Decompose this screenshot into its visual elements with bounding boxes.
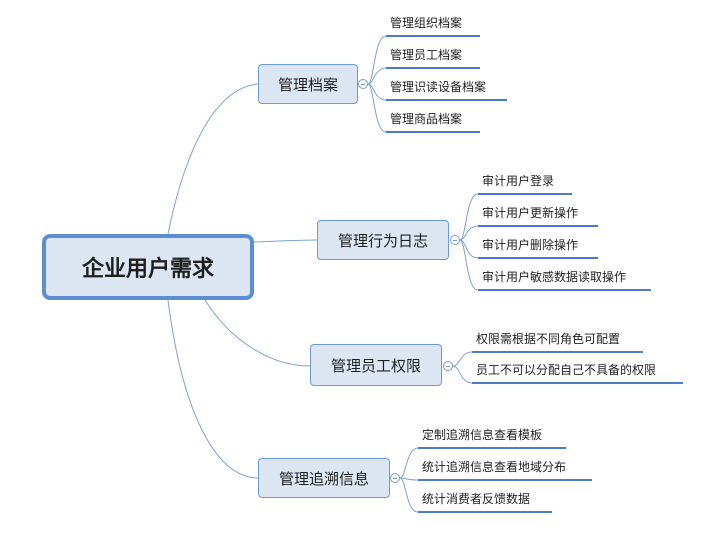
branch-label: 管理员工权限 — [330, 356, 421, 375]
branch-node-1[interactable]: 管理档案 — [258, 64, 358, 104]
collapse-toggle-icon[interactable] — [450, 235, 460, 245]
leaf-node[interactable]: 统计追溯信息查看地域分布 — [422, 460, 567, 474]
leaf-node[interactable]: 管理识读设备档案 — [390, 80, 487, 94]
collapse-toggle-icon[interactable] — [443, 361, 453, 371]
branch-2-leaf-4-connector — [459, 239, 651, 291]
leaf-node[interactable]: 审计用户删除操作 — [482, 238, 579, 252]
branch-node-4[interactable]: 管理追溯信息 — [258, 458, 390, 498]
branch-3-leaf-1-connector — [452, 351, 643, 367]
leaf-node[interactable]: 审计用户更新操作 — [482, 206, 579, 220]
leaf-node[interactable]: 员工不可以分配自己不具备的权限 — [476, 363, 657, 377]
leaf-node[interactable]: 权限需根据不同角色可配置 — [476, 332, 621, 346]
branch-label: 管理行为日志 — [337, 231, 428, 250]
collapse-toggle-icon[interactable] — [390, 473, 400, 483]
leaf-node[interactable]: 定制追溯信息查看模板 — [422, 428, 543, 442]
leaf-node[interactable]: 审计用户敏感数据读取操作 — [482, 270, 627, 284]
branch-4-leaf-1-connector — [399, 447, 566, 479]
leaf-node[interactable]: 统计消费者反馈数据 — [422, 492, 531, 506]
leaf-underlines — [386, 35, 683, 513]
branch-4-leaf-3-connector — [399, 477, 552, 513]
branch-1-leaf-1-connector — [367, 35, 480, 85]
branch-1-leaf-2-connector — [367, 67, 480, 85]
root-node[interactable]: 企业用户需求 — [42, 234, 254, 300]
branch-node-3[interactable]: 管理员工权限 — [310, 344, 442, 386]
leaf-node[interactable]: 管理组织档案 — [390, 16, 463, 30]
branch-label: 管理档案 — [277, 75, 338, 94]
root-to-branch-1-connector — [167, 83, 259, 235]
root-to-branch-2-connector — [253, 239, 318, 243]
branch-2-leaf-2-connector — [459, 225, 598, 241]
branch-4-leaf-2-connector — [399, 477, 592, 481]
branch-2-leaf-1-connector — [459, 193, 572, 241]
branch-1-leaf-4-connector — [367, 83, 480, 133]
root-label: 企业用户需求 — [81, 257, 214, 282]
leaf-node[interactable]: 管理员工档案 — [390, 48, 463, 62]
branch-label: 管理追溯信息 — [278, 469, 369, 488]
branch-3-leaf-2-connector — [452, 365, 683, 384]
leaf-node[interactable]: 审计用户登录 — [482, 174, 555, 188]
leaf-node[interactable]: 管理商品档案 — [390, 112, 463, 126]
branch-node-2[interactable]: 管理行为日志 — [317, 220, 449, 260]
root-to-branch-4-connector — [167, 299, 259, 479]
root-to-branch-3-connector — [204, 299, 311, 367]
collapse-toggle-icon[interactable] — [358, 79, 368, 89]
